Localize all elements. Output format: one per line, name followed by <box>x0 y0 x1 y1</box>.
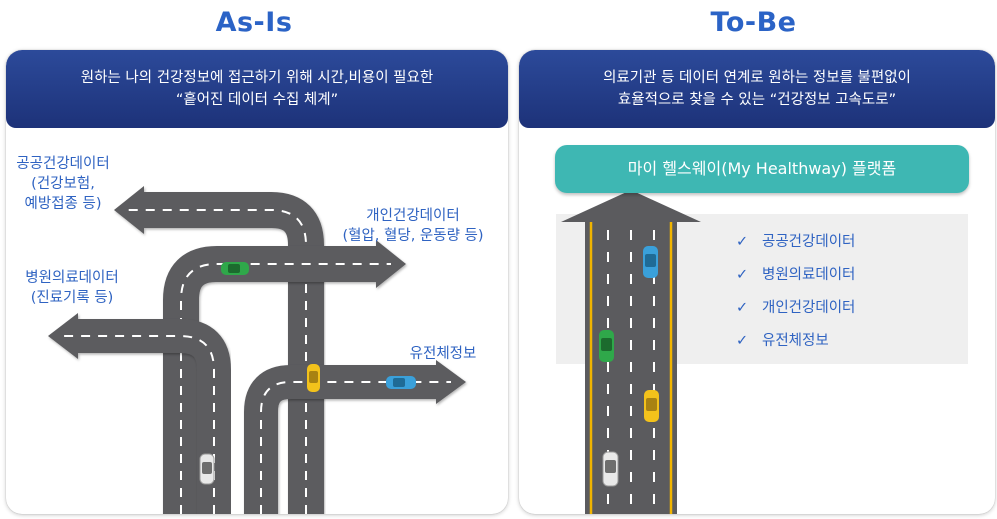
health-highway-illustration <box>561 190 701 514</box>
list-item-label: 유전체정보 <box>762 333 829 349</box>
check-icon: ✓ <box>736 300 749 316</box>
list-item-label: 개인건강데이터 <box>762 300 856 316</box>
label-personal-health: 개인건강데이터 (혈압, 혈당, 운동량 등) <box>318 206 508 246</box>
label-hospital-data: 병원의료데이터 (진료기록 등) <box>12 268 132 308</box>
yellow-car <box>644 390 659 422</box>
road-genetic-info <box>244 360 466 514</box>
list-item-label: 공공건강데이터 <box>762 234 856 250</box>
to-be-panel: 의료기관 등 데이터 연계로 원하는 정보를 불편없이 효율적으로 찾을 수 있… <box>519 50 995 514</box>
white-car <box>602 451 619 487</box>
label-public-health-line2: (건강보험, <box>31 176 95 192</box>
as-is-banner-line2: “흩어진 데이터 수집 체계” <box>175 92 339 108</box>
scattered-roads-illustration <box>48 186 466 514</box>
road-hospital-data <box>48 313 231 514</box>
label-hospital-data-line1: 병원의료데이터 <box>25 270 119 286</box>
my-healthway-platform: 마이 헬스웨이(My Healthway) 플랫폼 <box>555 145 969 193</box>
to-be-title: To-Be <box>710 7 797 38</box>
to-be-banner-line1: 의료기관 등 데이터 연계로 원하는 정보를 불편없이 <box>603 70 911 86</box>
yellow-car <box>307 364 320 392</box>
list-item-label: 병원의료데이터 <box>762 267 856 283</box>
list-item: ✓ 공공건강데이터 <box>736 226 936 259</box>
to-be-banner: 의료기관 등 데이터 연계로 원하는 정보를 불편없이 효율적으로 찾을 수 있… <box>519 50 995 128</box>
road-public-health <box>114 186 324 514</box>
green-car <box>599 330 614 362</box>
label-personal-health-line1: 개인건강데이터 <box>366 208 460 224</box>
highway-road <box>561 190 701 514</box>
label-public-health: 공공건강데이터 (건강보험, 예방접종 등) <box>8 154 118 214</box>
white-car <box>199 453 215 485</box>
label-public-health-line3: 예방접종 등) <box>24 196 102 212</box>
check-icon: ✓ <box>736 333 749 349</box>
to-be-banner-line2: 효율적으로 찾을 수 있는 “건강정보 고속도로” <box>617 92 897 108</box>
label-hospital-data-line2: (진료기록 등) <box>30 290 114 306</box>
checklist: ✓ 공공건강데이터 ✓ 병원의료데이터 ✓ 개인건강데이터 ✓ 유전체정보 <box>736 226 936 358</box>
green-car <box>221 262 249 275</box>
check-icon: ✓ <box>736 267 749 283</box>
as-is-banner: 원하는 나의 건강정보에 접근하기 위해 시간,비용이 필요한 “흩어진 데이터… <box>6 50 508 128</box>
road-personal-health <box>163 240 406 514</box>
list-item: ✓ 병원의료데이터 <box>736 259 936 292</box>
as-is-banner-line1: 원하는 나의 건강정보에 접근하기 위해 시간,비용이 필요한 <box>80 70 434 86</box>
list-item: ✓ 개인건강데이터 <box>736 292 936 325</box>
label-personal-health-line2: (혈압, 혈당, 운동량 등) <box>342 228 484 244</box>
as-is-title: As-Is <box>215 7 293 38</box>
list-item: ✓ 유전체정보 <box>736 325 936 358</box>
as-is-panel: 원하는 나의 건강정보에 접근하기 위해 시간,비용이 필요한 “흩어진 데이터… <box>6 50 508 514</box>
label-genetic-info: 유전체정보 <box>409 346 477 362</box>
blue-car <box>386 376 416 389</box>
blue-car <box>643 246 658 278</box>
check-icon: ✓ <box>736 234 749 250</box>
label-public-health-line1: 공공건강데이터 <box>16 156 110 172</box>
